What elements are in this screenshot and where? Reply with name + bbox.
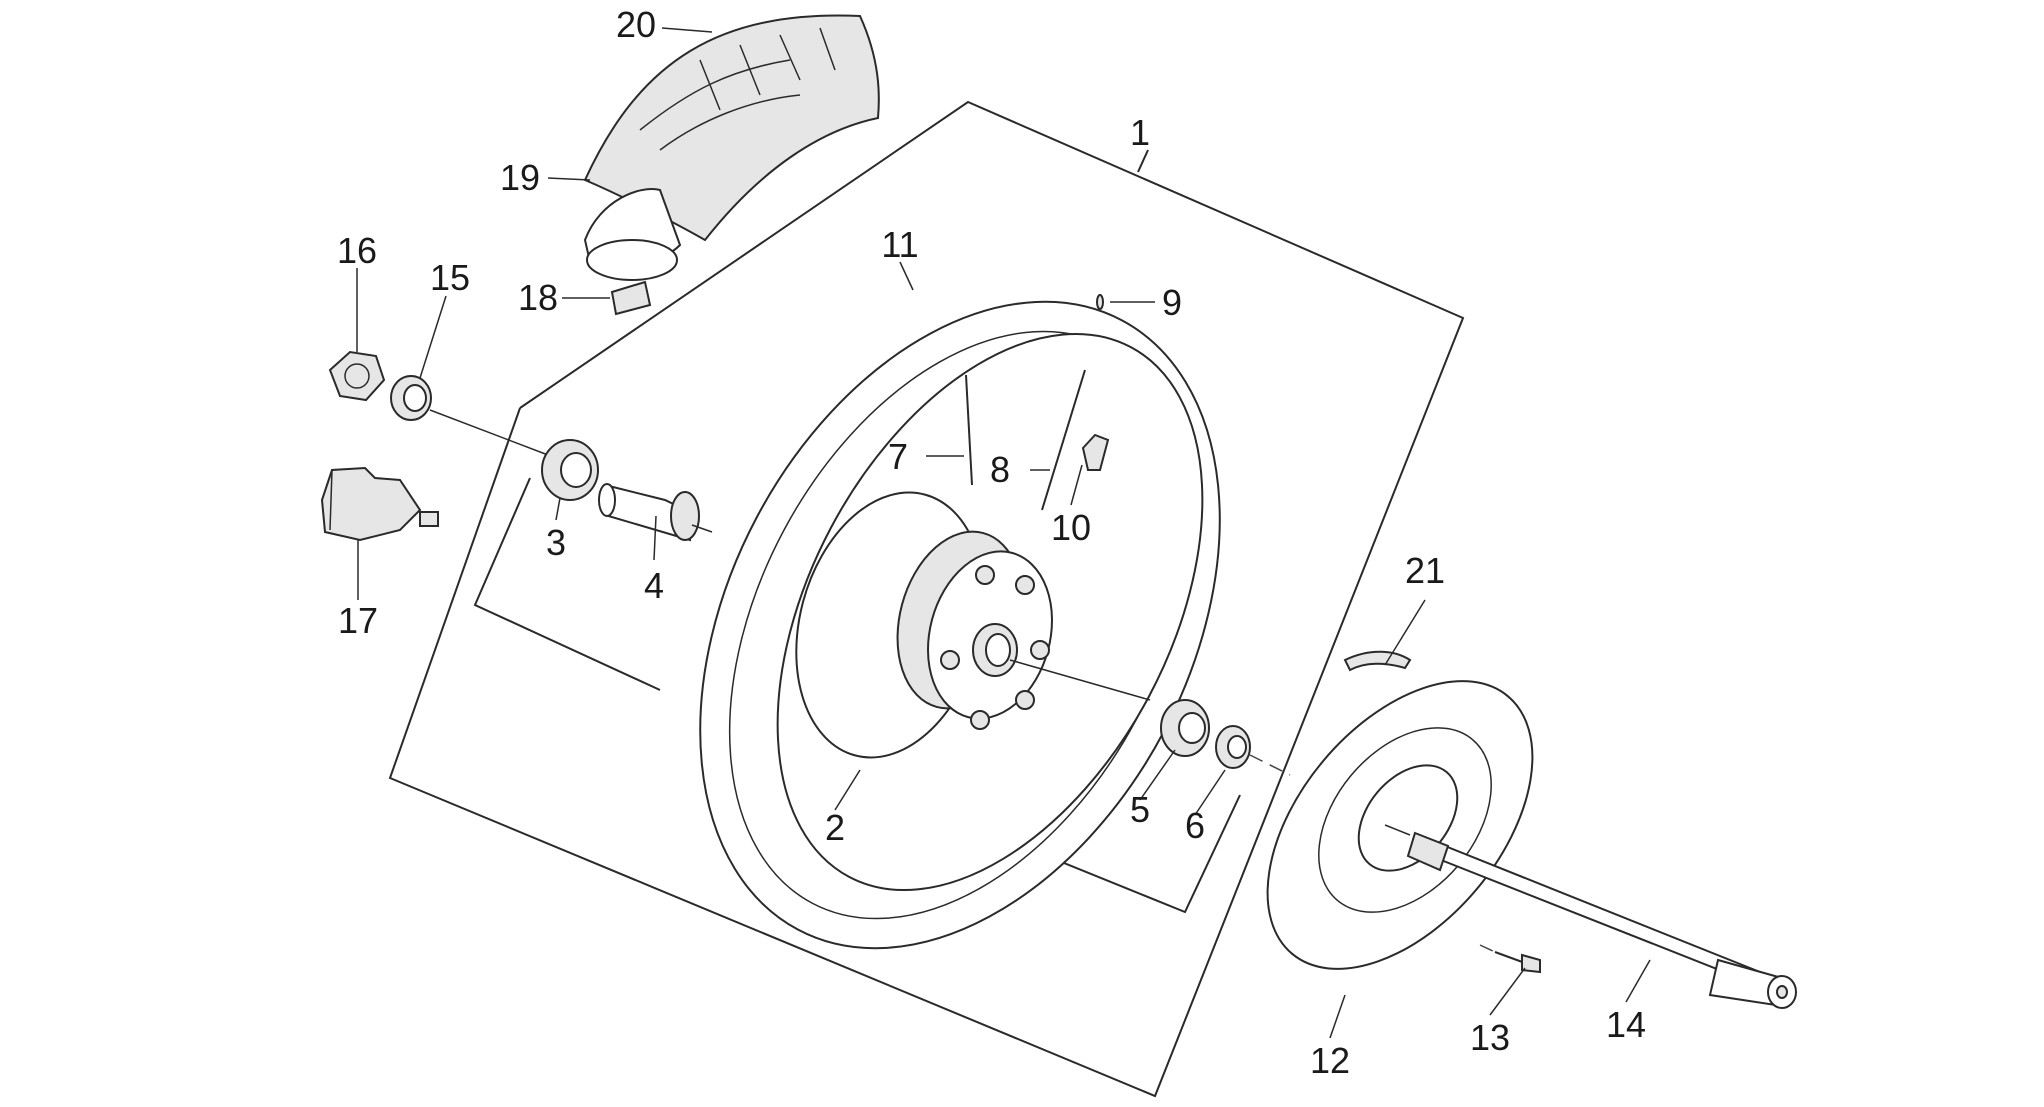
axis-line-left bbox=[429, 409, 549, 456]
callout-labels: 1 2 3 4 5 6 7 8 9 10 11 12 13 14 15 16 1… bbox=[337, 4, 1646, 1081]
callout-2: 2 bbox=[825, 807, 845, 848]
speedometer-drive bbox=[320, 466, 439, 542]
callout-13: 13 bbox=[1470, 1017, 1510, 1058]
bearing-right bbox=[1160, 699, 1210, 757]
rim-band bbox=[610, 280, 652, 316]
tyre bbox=[583, 14, 880, 242]
callout-14: 14 bbox=[1606, 1004, 1646, 1045]
seal-left bbox=[390, 375, 432, 421]
nipple bbox=[1081, 433, 1110, 471]
wheel-axle bbox=[1406, 831, 1797, 1009]
callout-16: 16 bbox=[337, 230, 377, 271]
callout-5: 5 bbox=[1130, 789, 1150, 830]
callout-8: 8 bbox=[990, 449, 1010, 490]
callout-19: 19 bbox=[500, 157, 540, 198]
callout-4: 4 bbox=[644, 565, 664, 606]
bearing-left bbox=[541, 439, 599, 501]
callout-15: 15 bbox=[430, 257, 470, 298]
valve bbox=[1096, 294, 1104, 310]
assembly-frame bbox=[388, 100, 1465, 1098]
callout-21: 21 bbox=[1405, 550, 1445, 591]
callout-18: 18 bbox=[518, 277, 558, 318]
spring-plate bbox=[1343, 650, 1412, 672]
callout-3: 3 bbox=[546, 522, 566, 563]
hub bbox=[795, 491, 1053, 759]
callout-17: 17 bbox=[338, 600, 378, 641]
axis-line-dashed bbox=[1249, 754, 1291, 776]
inner-tube bbox=[583, 188, 682, 281]
callout-12: 12 bbox=[1310, 1040, 1350, 1081]
callout-10: 10 bbox=[1051, 507, 1091, 548]
callout-11: 11 bbox=[881, 224, 918, 265]
seal-right bbox=[1215, 725, 1251, 769]
spoke-b bbox=[1041, 369, 1086, 511]
axis-line-spacer bbox=[691, 524, 713, 533]
callout-20: 20 bbox=[616, 4, 656, 45]
spoke-a bbox=[965, 374, 973, 486]
axis-line-hub bbox=[1009, 659, 1151, 701]
axis-line-screw bbox=[1479, 944, 1496, 953]
leader-lines bbox=[356, 27, 1651, 1039]
callout-1: 1 bbox=[1130, 112, 1150, 153]
axle-nut bbox=[328, 350, 386, 402]
disc-screw bbox=[1494, 951, 1541, 974]
callout-6: 6 bbox=[1185, 805, 1205, 846]
callout-7: 7 bbox=[888, 436, 908, 477]
callout-9: 9 bbox=[1162, 282, 1182, 323]
spacer bbox=[598, 483, 700, 542]
axis-line-disc bbox=[1384, 824, 1411, 836]
